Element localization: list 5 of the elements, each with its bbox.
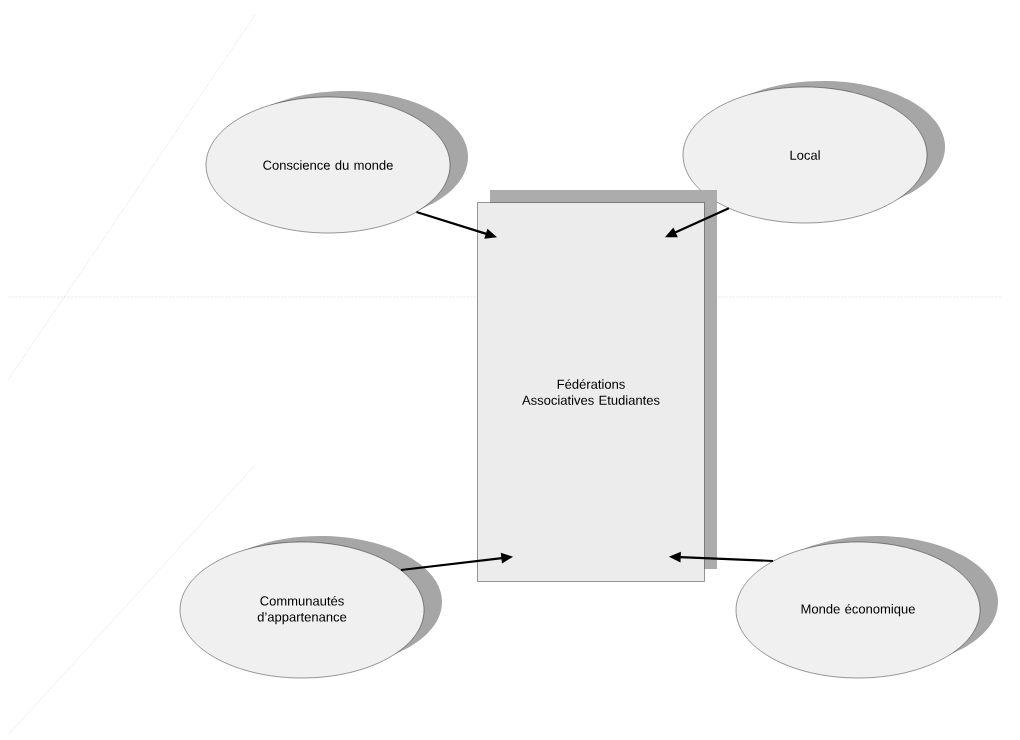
- ellipse-node: Monde économique: [735, 536, 998, 679]
- ellipse-node: Communautés d’appartenance: [179, 536, 442, 679]
- center-box: Fédérations Associatives Etudiantes: [477, 190, 717, 582]
- ellipse-node: Local: [682, 81, 945, 224]
- ellipse-node: Conscience du monde: [205, 91, 468, 234]
